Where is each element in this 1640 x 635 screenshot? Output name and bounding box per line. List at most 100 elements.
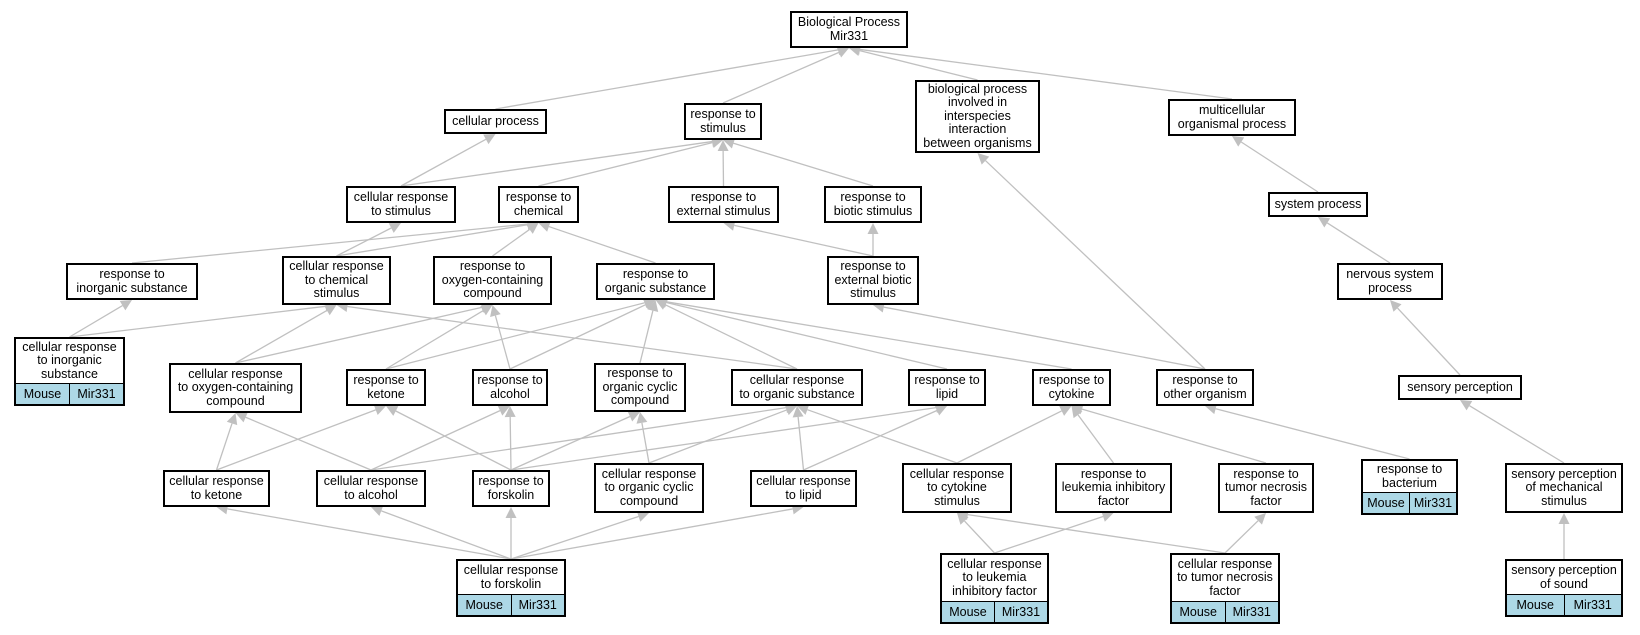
- edge-cellular_response_to_alcohol-to-response_to_alcohol: [370, 410, 501, 471]
- species-tag: Mouse: [16, 384, 69, 404]
- node-multicellular: multicellular organismal process: [1168, 99, 1296, 136]
- arrowhead-sensory_perception_sound-to-sensory_perception_mechanical: [1558, 513, 1570, 524]
- edge-cellular_response_to_oxygen-to-response_to_oxygen: [235, 306, 482, 364]
- arrowhead-nervous_system_process-to-system_process: [1318, 217, 1331, 228]
- edge-cellular_response_to_forskolin-to-cellular_response_to_alcohol: [381, 510, 512, 560]
- arrowhead-cellular_response_to_organic_cyclic-to-cellular_response_to_organic: [784, 404, 797, 416]
- arrowhead-sensory_perception-to-nervous_system_process: [1390, 300, 1402, 312]
- arrowhead-cellular_response_to_forskolin-to-cellular_response_to_organic_cyclic: [636, 511, 649, 522]
- arrowhead-response_to_oxygen-to-response_to_chemical: [526, 223, 539, 234]
- node-cellular_response_to_stimulus: cellular response to stimulus: [346, 186, 456, 223]
- edge-response_to_lipid-to-response_to_organic: [666, 301, 948, 370]
- arrowhead-cellular_response_to_lipid-to-response_to_lipid: [934, 405, 947, 416]
- node-cellular_response_to_ketone: cellular response to ketone: [163, 470, 270, 507]
- arrowhead-response_to_biotic_stimulus-to-response_to_stimulus: [723, 137, 736, 149]
- edge-response_to_forskolin-to-response_to_alcohol: [509, 416, 512, 471]
- arrowhead-cellular_response_to_organic_cyclic-to-response_to_organic_cyclic: [636, 412, 648, 424]
- node-cellular_response_to_oxygen: cellular response to oxygen-containing c…: [169, 363, 302, 413]
- arrowhead-response_to_other_organism-to-bp_interspecies: [977, 153, 990, 165]
- leaf-cellular_response_to_inorganic: cellular response to inorganic substance…: [14, 337, 125, 406]
- edge-cellular_response_to_stimulus-to-response_to_stimulus: [400, 140, 713, 187]
- edge-response_to_organic_cyclic-to-response_to_organic: [639, 310, 654, 364]
- species-tag: Mouse: [1172, 602, 1225, 622]
- arrowhead-cellular_response_to_oxygen-to-cellular_response_to_chemical: [324, 305, 337, 316]
- arrowhead-response_to_external_stimulus-to-response_to_stimulus: [717, 140, 729, 152]
- edge-sensory_perception-to-nervous_system_process: [1397, 307, 1461, 376]
- edge-response_to_biotic_stimulus-to-response_to_stimulus: [733, 142, 874, 187]
- arrowhead-cellular_response_to_alcohol-to-cellular_response_to_oxygen: [235, 412, 248, 423]
- node-sensory_perception_mechanical: sensory perception of mechanical stimulu…: [1505, 463, 1623, 513]
- edge-cellular_response_to_lipid-to-response_to_lipid: [803, 409, 938, 471]
- arrowhead-response_to_forskolin-to-response_to_organic_cyclic: [627, 411, 640, 422]
- gene-tag: Mir331: [1563, 595, 1621, 615]
- node-response_to_external_biotic: response to external biotic stimulus: [827, 256, 919, 305]
- edge-cellular_response_to_alcohol-to-cellular_response_to_organic: [370, 406, 787, 471]
- arrowhead-cellular_response_to_inorganic-to-response_to_inorganic: [119, 300, 132, 311]
- edge-response_to_other_organism-to-response_to_external_biotic: [883, 306, 1206, 370]
- node-response_to_oxygen: response to oxygen-containing compound: [433, 256, 552, 305]
- species-tag: Mouse: [1507, 595, 1564, 615]
- arrowhead-cellular_response_to_forskolin-to-cellular_response_to_alcohol: [371, 505, 384, 516]
- node-response_to_alcohol: response to alcohol: [472, 369, 548, 406]
- arrowhead-response_to_tnf-to-response_to_cytokine: [1071, 403, 1084, 415]
- arrowhead-response_to_stimulus-to-bp: [836, 47, 849, 58]
- arrowhead-response_to_organic-to-response_to_chemical: [538, 221, 551, 232]
- edge-cellular_response_to_oxygen-to-cellular_response_to_chemical: [235, 309, 328, 364]
- edge-cellular_response_to_forskolin-to-cellular_response_to_ketone: [227, 508, 512, 560]
- edge-cellular_response_to_lipid-to-cellular_response_to_organic: [797, 416, 805, 471]
- leaf-label: response to bacterium: [1376, 462, 1443, 490]
- leaf-label: cellular response to forskolin: [463, 563, 559, 591]
- edge-response_to_bacterium-to-response_to_other_organism: [1215, 408, 1410, 460]
- edge-response_to_inorganic-to-response_to_chemical: [131, 223, 528, 264]
- leaf-label: cellular response to tumor necrosis fact…: [1177, 556, 1273, 598]
- arrowhead-cellular_response_to_alcohol-to-response_to_alcohol: [497, 405, 510, 416]
- edge-response_to_stimulus-to-bp: [722, 51, 840, 104]
- arrowhead-response_to_ketone-to-response_to_oxygen: [480, 305, 493, 316]
- edge-response_to_forskolin-to-response_to_lipid: [510, 406, 937, 471]
- node-response_to_cytokine: response to cytokine: [1032, 369, 1111, 406]
- node-cellular_response_to_chemical: cellular response to chemical stimulus: [282, 256, 391, 305]
- arrowhead-cellular_response_to_chemical-to-cellular_response_to_stimulus: [388, 223, 401, 233]
- edge-cellular_response_to_tnf-to-cellular_response_to_cytokine: [967, 513, 1226, 554]
- arrowhead-cellular_response_to_ketone-to-response_to_ketone: [373, 404, 386, 416]
- gene-tag: Mir331: [994, 602, 1047, 622]
- node-cellular_response_to_lipid: cellular response to lipid: [750, 470, 857, 507]
- node-response_to_other_organism: response to other organism: [1156, 369, 1254, 406]
- node-cellular_response_to_organic_cyclic: cellular response to organic cyclic comp…: [594, 463, 704, 513]
- edge-cellular_response_to_forskolin-to-cellular_response_to_lipid: [510, 508, 793, 560]
- node-response_to_stimulus: response to stimulus: [684, 103, 762, 140]
- gene-tag: Mir331: [510, 595, 564, 615]
- arrowhead-response_to_alcohol-to-response_to_organic: [643, 299, 656, 310]
- species-tag: Mouse: [942, 602, 994, 622]
- arrowhead-cellular_response_to_lif-to-response_to_lif: [1101, 511, 1114, 522]
- edge-nervous_system_process-to-system_process: [1326, 222, 1391, 264]
- edge-cellular_response_to_forskolin-to-cellular_response_to_organic_cyclic: [510, 515, 639, 560]
- node-response_to_lipid: response to lipid: [908, 369, 986, 406]
- edge-response_to_other_organism-to-bp_interspecies: [985, 160, 1206, 370]
- node-system_process: system process: [1268, 192, 1368, 217]
- node-response_to_ketone: response to ketone: [346, 369, 426, 406]
- edge-cellular_response_to_stimulus-to-cellular_process: [400, 138, 487, 187]
- edge-cellular_response_to_organic-to-cellular_response_to_chemical: [347, 305, 798, 370]
- edge-cellular_response_to_organic-to-response_to_organic: [665, 304, 798, 370]
- arrowhead-response_to_forskolin-to-response_to_ketone: [386, 406, 399, 416]
- node-response_to_lif: response to leukemia inhibitory factor: [1055, 463, 1172, 513]
- leaf-label: cellular response to leukemia inhibitory…: [947, 556, 1042, 598]
- edge-response_to_ketone-to-response_to_oxygen: [385, 310, 484, 370]
- edge-system_process-to-multicellular: [1240, 141, 1319, 193]
- arrowhead-response_to_alcohol-to-response_to_oxygen: [490, 305, 501, 318]
- node-response_to_organic_cyclic: response to organic cyclic compound: [594, 363, 686, 412]
- node-response_to_inorganic: response to inorganic substance: [66, 263, 198, 300]
- edge-response_to_forskolin-to-response_to_organic_cyclic: [510, 415, 631, 471]
- node-cellular_process: cellular process: [444, 109, 547, 134]
- arrowhead-response_to_bacterium-to-response_to_other_organism: [1205, 403, 1218, 415]
- edge-response_to_forskolin-to-response_to_ketone: [395, 410, 512, 471]
- species-tag: Mouse: [458, 595, 511, 615]
- species-tag: Mouse: [1363, 493, 1409, 513]
- edge-response_to_lif-to-response_to_cytokine: [1077, 414, 1115, 464]
- node-bp_interspecies: biological process involved in interspec…: [915, 80, 1040, 153]
- arrowhead-response_to_forskolin-to-response_to_alcohol: [504, 406, 516, 418]
